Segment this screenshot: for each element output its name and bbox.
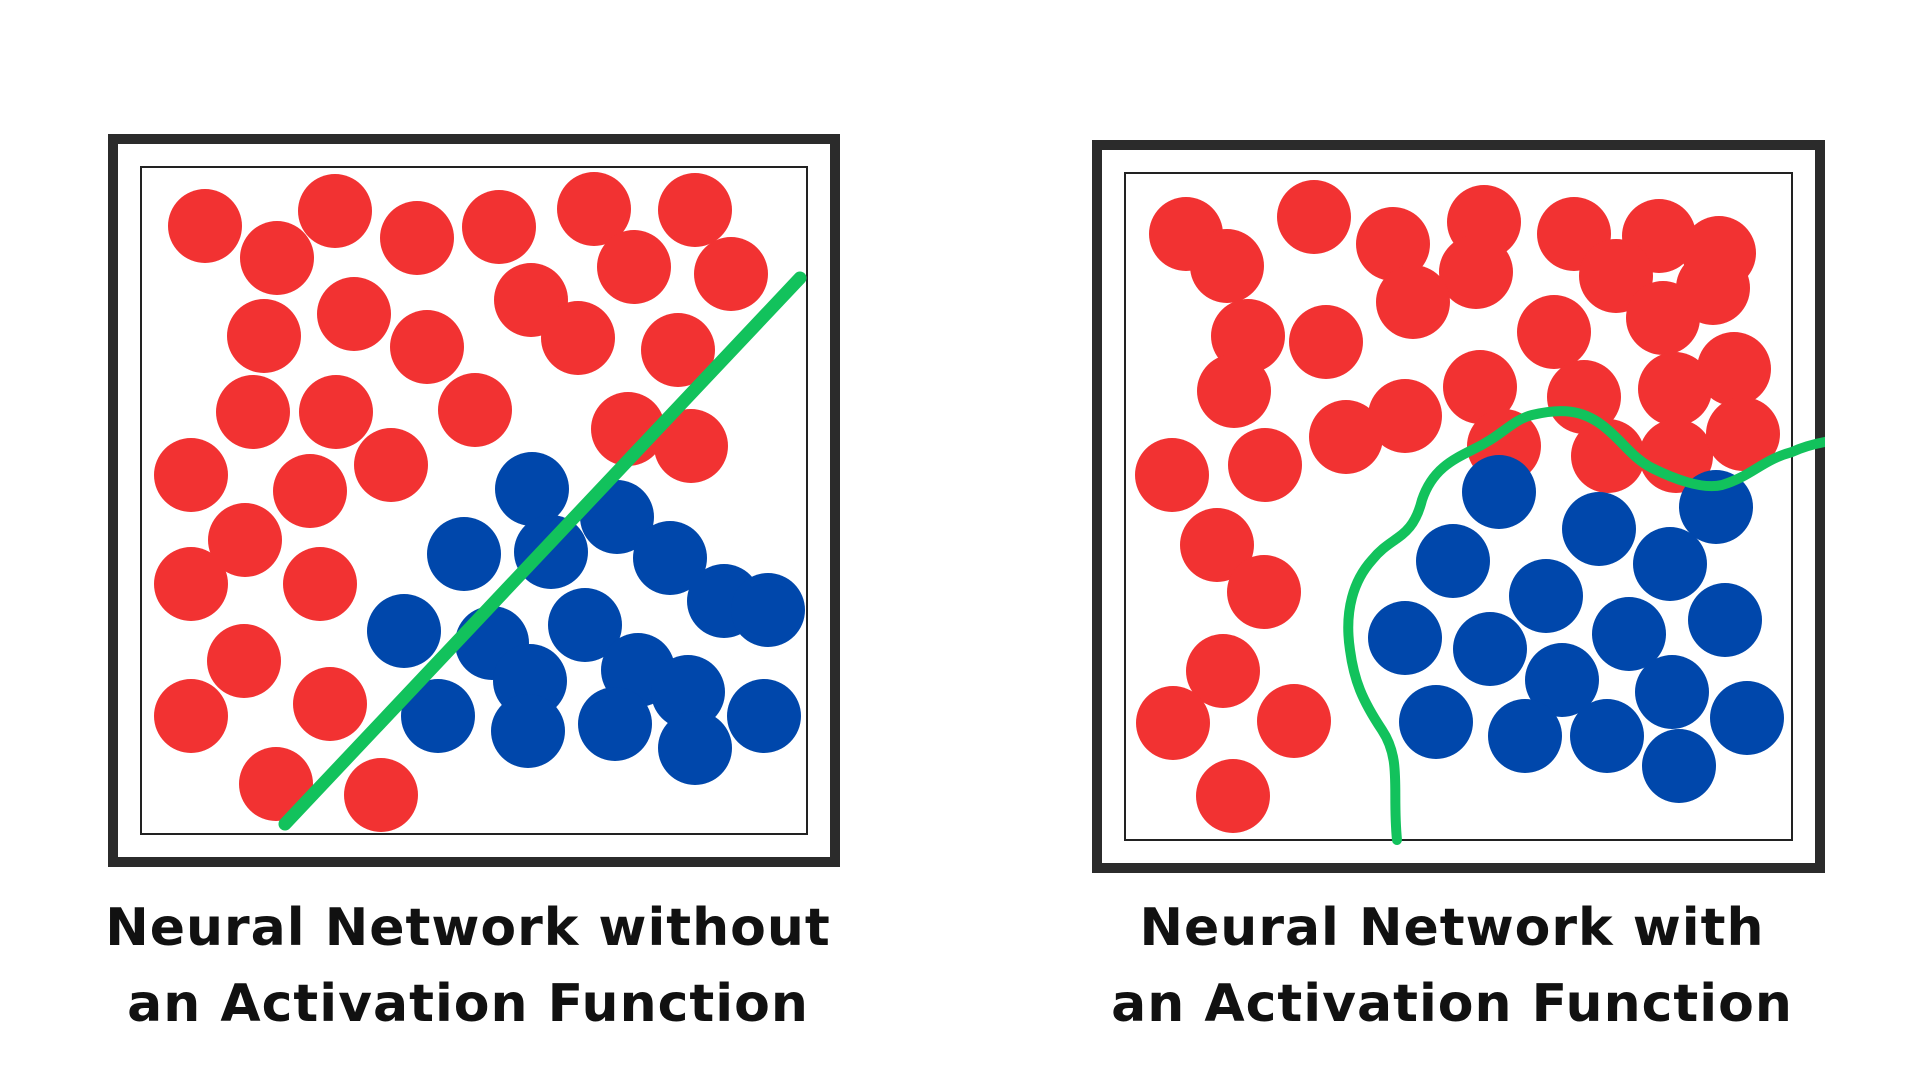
blue-point [1525, 643, 1599, 717]
red-point [1228, 428, 1302, 502]
red-point [1136, 686, 1210, 760]
blue-point [658, 711, 732, 785]
red-point [1682, 216, 1756, 290]
red-point [1571, 419, 1645, 493]
red-point [1439, 235, 1513, 309]
panel-without-activation [108, 134, 840, 867]
red-point [1277, 180, 1351, 254]
red-point [1368, 379, 1442, 453]
red-point [694, 237, 768, 311]
blue-point [367, 594, 441, 668]
caption-line-2: an Activation Function [127, 974, 809, 1034]
blue-point [731, 573, 805, 647]
red-point [216, 375, 290, 449]
scatter-diagram-nonlinear [1092, 140, 1825, 873]
red-point [1227, 555, 1301, 629]
red-point [1517, 295, 1591, 369]
blue-point [1562, 492, 1636, 566]
blue-point [1633, 527, 1707, 601]
red-point [154, 547, 228, 621]
red-point [380, 201, 454, 275]
red-point [154, 438, 228, 512]
red-point [207, 624, 281, 698]
red-point [1190, 229, 1264, 303]
blue-point [548, 588, 622, 662]
caption-line-1: Neural Network with [1139, 898, 1765, 958]
blue-point [1710, 681, 1784, 755]
red-point [298, 174, 372, 248]
red-point [273, 454, 347, 528]
red-point [299, 375, 373, 449]
red-point [240, 221, 314, 295]
red-point [557, 172, 631, 246]
blue-point [578, 687, 652, 761]
blue-point [1570, 699, 1644, 773]
nonlinear-decision-boundary [1343, 406, 1825, 845]
red-point [1135, 438, 1209, 512]
blue-point [1399, 685, 1473, 759]
red-point [1309, 400, 1383, 474]
caption-line-1: Neural Network without [105, 898, 831, 958]
caption-line-2: an Activation Function [1111, 974, 1793, 1034]
red-point [283, 547, 357, 621]
caption-with-activation: Neural Network with an Activation Functi… [1052, 890, 1852, 1042]
red-point [1443, 350, 1517, 424]
red-point [1180, 508, 1254, 582]
red-point [317, 277, 391, 351]
red-point [1697, 332, 1771, 406]
red-point [1289, 305, 1363, 379]
red-point [227, 299, 301, 373]
red-point [658, 173, 732, 247]
scatter-diagram-linear [108, 134, 840, 867]
red-point [1638, 352, 1712, 426]
red-point [344, 758, 418, 832]
inner-border [1124, 172, 1793, 841]
red-point [390, 310, 464, 384]
red-point [654, 409, 728, 483]
red-point [168, 189, 242, 263]
inner-border [140, 166, 808, 835]
blue-point [1453, 612, 1527, 686]
red-point [1257, 684, 1331, 758]
red-point [1376, 265, 1450, 339]
blue-point [633, 521, 707, 595]
blue-point [495, 452, 569, 526]
blue-point [427, 517, 501, 591]
linear-decision-boundary [278, 271, 807, 831]
blue-point [1592, 597, 1666, 671]
red-point [239, 747, 313, 821]
blue-point [1509, 559, 1583, 633]
red-point [1186, 634, 1260, 708]
red-point [1196, 759, 1270, 833]
red-point [641, 313, 715, 387]
caption-without-activation: Neural Network without an Activation Fun… [68, 890, 868, 1042]
red-point [1356, 207, 1430, 281]
red-point [208, 503, 282, 577]
red-point [438, 373, 512, 447]
blue-point [651, 655, 725, 729]
red-point [1706, 397, 1780, 471]
red-point [154, 679, 228, 753]
red-point [354, 428, 428, 502]
red-point [597, 230, 671, 304]
red-point [1197, 354, 1271, 428]
panel-with-activation [1092, 140, 1825, 873]
blue-point [401, 679, 475, 753]
red-point [541, 301, 615, 375]
blue-point [1488, 699, 1562, 773]
red-point [293, 667, 367, 741]
blue-point [1688, 583, 1762, 657]
blue-point [1462, 455, 1536, 529]
blue-point [1416, 524, 1490, 598]
blue-point [1642, 729, 1716, 803]
blue-point [1635, 655, 1709, 729]
blue-point [727, 679, 801, 753]
blue-point [1368, 601, 1442, 675]
red-point [462, 190, 536, 264]
blue-point [491, 694, 565, 768]
